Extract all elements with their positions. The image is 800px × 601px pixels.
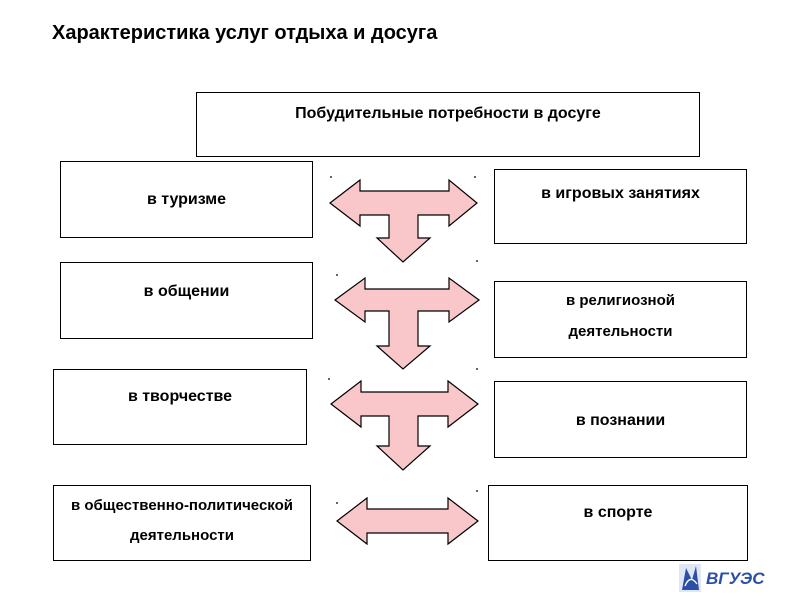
right-box-sport-label: в спорте [583, 504, 653, 521]
left-box-political-line2: деятельности [130, 527, 234, 544]
dot-mark [474, 176, 476, 178]
right-box-games-label: в игровых занятиях [541, 185, 700, 202]
dot-mark [476, 260, 478, 262]
left-box-tourism: в туризме [60, 161, 313, 238]
left-box-creativity: в творчестве [53, 369, 307, 445]
right-box-sport: в спорте [488, 485, 748, 561]
right-box-games: в игровых занятиях [494, 169, 747, 244]
dot-mark [336, 274, 338, 276]
dot-mark [476, 490, 478, 492]
left-box-communication: в общении [60, 262, 313, 339]
double-arrow-4-shape [336, 496, 479, 546]
t-arrow-1-shape [329, 178, 478, 263]
dot-mark [336, 502, 338, 504]
left-box-tourism-label: в туризме [146, 191, 227, 208]
slide-title: Характеристика услуг отдыха и досуга [52, 22, 438, 44]
double-arrow-4 [336, 496, 479, 546]
left-box-political-line1: в общественно-политической [70, 497, 293, 514]
t-arrow-2 [333, 276, 481, 370]
logo-text: ВГУЭС [706, 569, 765, 588]
header-box-label: Побудительные потребности в досуге [295, 105, 601, 122]
right-box-religion: в религиозной деятельности [494, 281, 747, 358]
dot-mark [330, 176, 332, 178]
dot-mark [328, 378, 330, 380]
t-arrow-3-shape [330, 379, 479, 471]
university-logo: ВГУЭС [676, 560, 776, 596]
right-box-cognition: в познании [494, 381, 747, 458]
right-box-religion-line2: деятельности [568, 323, 673, 340]
logo-emblem-icon: ВГУЭС [679, 564, 765, 592]
left-box-creativity-label: в творчестве [127, 388, 233, 405]
t-arrow-1 [329, 178, 478, 263]
left-box-political: в общественно-политической деятельности [53, 485, 311, 561]
dot-mark [476, 368, 478, 370]
t-arrow-2-shape [333, 276, 481, 370]
t-arrow-3 [330, 379, 479, 471]
header-box: Побудительные потребности в досуге [196, 92, 700, 157]
right-box-religion-line1: в религиозной [566, 292, 675, 309]
right-box-cognition-label: в познании [575, 412, 666, 429]
left-box-communication-label: в общении [143, 283, 230, 300]
